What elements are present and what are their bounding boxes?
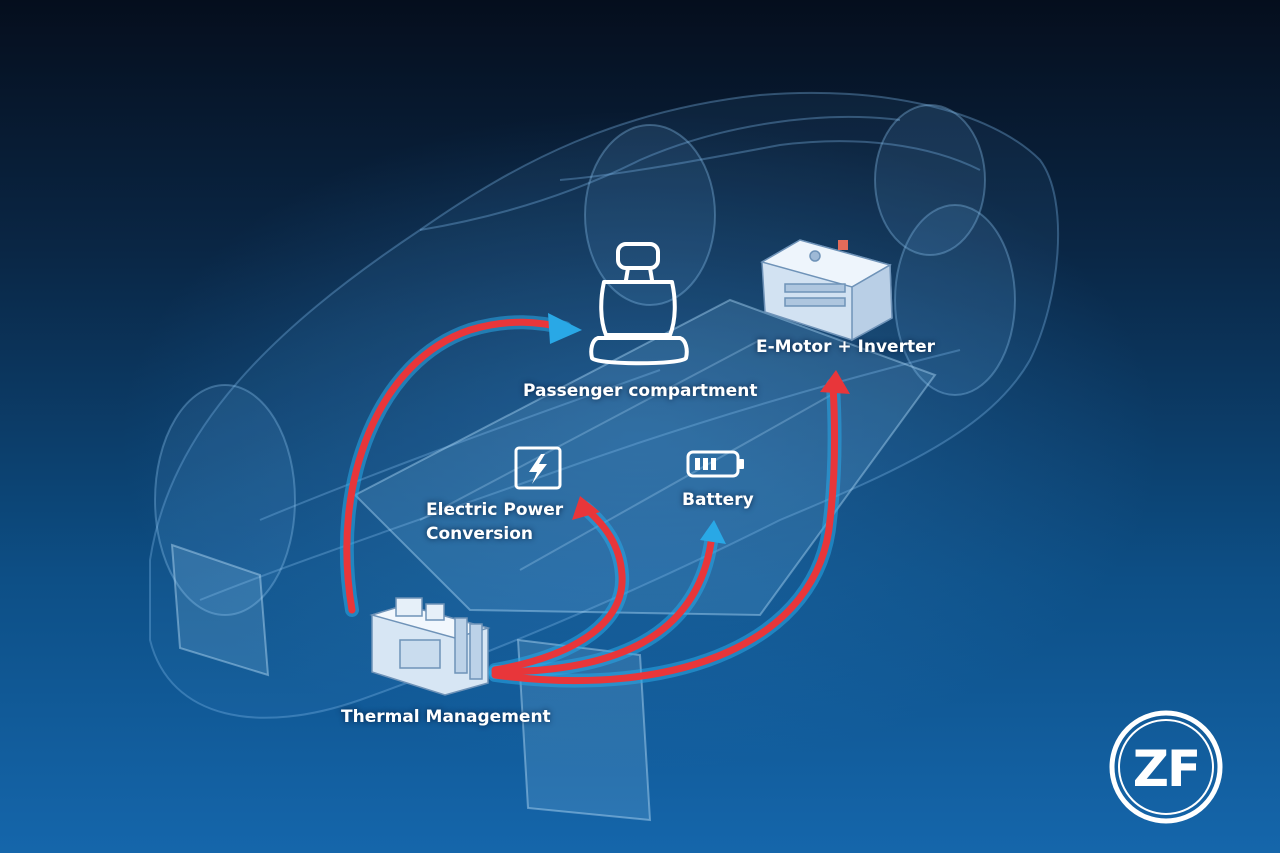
arrowhead-emotor [820,370,850,394]
battery-icon [686,450,744,478]
flow-arrow-passenger [343,318,569,614]
battery-floor-pack [353,298,937,617]
arrowhead-battery [700,520,726,544]
label-passenger-compartment: Passenger compartment [523,381,758,401]
ambient-glow [120,110,1160,770]
lightning-bolt-icon [514,446,562,490]
flow-arrow-battery [491,531,716,676]
arrowhead-passenger [548,313,582,344]
flow-arrowheads [548,313,850,544]
label-e-motor-inverter: E-Motor + Inverter [756,337,935,357]
zf-logo-text: ZF [1133,740,1199,798]
flow-arrows [343,318,839,685]
thermal-module-icon [369,597,491,696]
e-motor-inverter-icon [760,239,893,342]
zf-logo: ZF [1109,710,1223,824]
flow-arrow-epc [491,504,626,674]
label-epc-line1: Electric Power [426,500,564,520]
arrowhead-epc [572,496,600,520]
flow-arrow-emotor [491,381,839,685]
label-epc-line2: Conversion [426,524,533,544]
label-battery: Battery [682,490,754,510]
label-thermal-management: Thermal Management [341,707,551,727]
label-electric-power-conversion: Electric Power Conversion [426,498,563,546]
seat-icon [589,242,689,366]
